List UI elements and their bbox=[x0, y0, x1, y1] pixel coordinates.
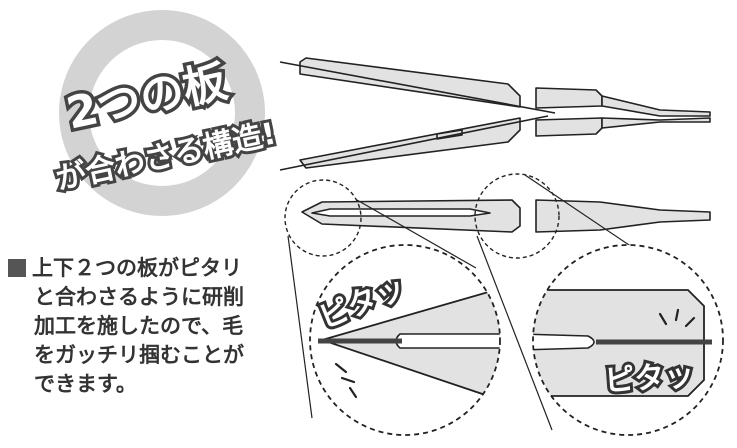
bullet-square-icon bbox=[8, 259, 26, 277]
tweezers-open bbox=[279, 57, 711, 171]
closed-slot bbox=[311, 208, 491, 217]
lower-tip-arm bbox=[601, 117, 711, 129]
zoom-marker-left bbox=[284, 179, 362, 257]
magnified-left-border bbox=[309, 244, 501, 436]
caption-line-4: をガッチリ掴むことが bbox=[34, 343, 244, 367]
caption-line-2: と合わさるように研削 bbox=[34, 285, 244, 309]
caption: 上下２つの板がピタリ と合わさるように研削 加工を施したので、毛 をガッチリ掴む… bbox=[8, 254, 293, 399]
caption-line-1: 上下２つの板がピタリ bbox=[8, 254, 293, 283]
upper-plate bbox=[299, 57, 521, 108]
upper-tip-block bbox=[535, 87, 603, 109]
caption-line-3: 加工を施したので、毛 bbox=[34, 314, 244, 338]
guide-line-lower bbox=[279, 115, 549, 171]
callout-right: ピタッ bbox=[603, 358, 695, 399]
magnified-right: ピタッ bbox=[532, 244, 724, 436]
badge-ring bbox=[59, 10, 265, 216]
upper-tip-arm bbox=[601, 95, 711, 117]
guide-line-upper bbox=[279, 61, 556, 114]
zoom-marker-right bbox=[474, 173, 560, 259]
magnified-right-border bbox=[532, 244, 724, 436]
closed-body-front bbox=[535, 199, 711, 233]
badge: 2つの板 が合わさる構造! bbox=[50, 10, 282, 216]
magnified-left: ピタッ bbox=[309, 244, 501, 436]
zoom-markers bbox=[284, 173, 560, 259]
lower-tip-block bbox=[535, 117, 603, 137]
tweezers-closed bbox=[301, 199, 711, 233]
caption-line-5: できます。 bbox=[34, 372, 137, 396]
